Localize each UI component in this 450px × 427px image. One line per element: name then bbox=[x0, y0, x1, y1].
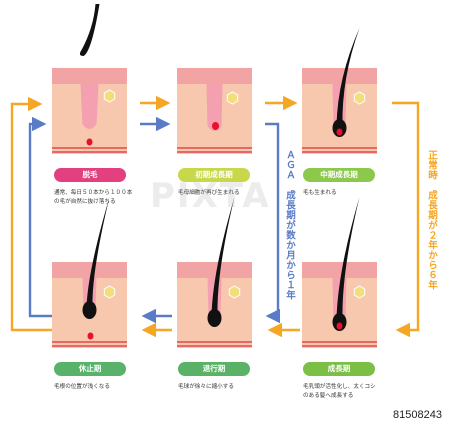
watermark: PIXTA bbox=[150, 176, 271, 216]
skin-panel-chuki bbox=[302, 28, 377, 154]
papilla bbox=[336, 322, 343, 330]
sebaceous-gland bbox=[353, 91, 366, 105]
epidermis bbox=[177, 262, 252, 278]
stage-desc-taikou: 毛球が徐々に縮小する bbox=[178, 383, 273, 392]
desc-line: の毛が自然に抜け落ちる bbox=[54, 199, 116, 205]
sebaceous-gland bbox=[226, 91, 239, 105]
papilla bbox=[86, 138, 93, 146]
orange-loop-right bbox=[392, 101, 420, 338]
desc-line: 通常、毎日５０本から１００本 bbox=[54, 190, 133, 196]
normal-label: 正常時 成長期が２年から６年 bbox=[426, 150, 437, 290]
skin-panel-seichou bbox=[302, 197, 377, 348]
stage-badge-taikou: 退行期 bbox=[178, 362, 250, 376]
aga-label: ＡＧＡ 成長期が数か月から１年 bbox=[284, 150, 295, 300]
desc-line: 毛球が徐々に縮小する bbox=[178, 384, 234, 390]
skin-panel-taikou bbox=[177, 197, 252, 348]
stage-desc-kyushi: 毛根の位置が浅くなる bbox=[54, 383, 149, 392]
flow-arrows bbox=[10, 95, 420, 338]
stage-desc-seichou: 毛乳頭が活性化し、太くコシ のある髪へ成長する bbox=[303, 383, 403, 401]
sebaceous-gland bbox=[103, 89, 116, 103]
blue-loop-left bbox=[28, 116, 52, 318]
desc-line: 毛母細胞が再び生まれる bbox=[178, 190, 240, 196]
epidermis bbox=[52, 262, 127, 278]
follicle bbox=[80, 84, 99, 129]
orange-loop-left bbox=[10, 96, 52, 332]
hair-shaft bbox=[211, 197, 235, 316]
desc-line: 毛も生まれる bbox=[303, 190, 337, 196]
epidermis bbox=[302, 68, 377, 84]
sebaceous-gland bbox=[353, 285, 366, 299]
desc-line: 毛根の位置が浅くなる bbox=[54, 384, 110, 390]
desc-line: のある髪へ成長する bbox=[303, 393, 354, 399]
shed-hair bbox=[79, 4, 100, 56]
sebaceous-gland bbox=[103, 285, 116, 299]
hair-shaft bbox=[336, 28, 360, 126]
skin-panel-kyushi bbox=[52, 197, 127, 348]
epidermis bbox=[302, 262, 377, 278]
skin-panel-shoki bbox=[177, 68, 252, 154]
stage-badge-seichou: 成長期 bbox=[303, 362, 375, 376]
papilla bbox=[336, 128, 343, 136]
epidermis bbox=[52, 68, 127, 84]
stage-badge-datsumou: 脱毛 bbox=[54, 168, 126, 182]
blue-aga-branch bbox=[265, 122, 280, 324]
hair-bulb bbox=[82, 301, 97, 319]
sebaceous-gland bbox=[228, 285, 241, 299]
hair-shaft bbox=[336, 197, 360, 320]
stage-badge-shoki: 初期成長期 bbox=[178, 168, 250, 182]
skin-panels bbox=[52, 4, 377, 348]
epidermis bbox=[177, 68, 252, 84]
skin-panel-datsumou bbox=[52, 4, 127, 154]
follicle bbox=[206, 84, 223, 131]
image-id: 81508243 bbox=[393, 409, 442, 421]
papilla bbox=[212, 122, 219, 130]
stage-badge-kyushi: 休止期 bbox=[54, 362, 126, 376]
desc-line: 毛乳頭が活性化し、太くコシ bbox=[303, 384, 376, 390]
hair-bulb bbox=[332, 313, 347, 331]
hair-bulb bbox=[207, 309, 222, 327]
stage-badge-chuki: 中期成長期 bbox=[303, 168, 375, 182]
hair-shaft bbox=[86, 197, 110, 308]
stage-desc-datsumou: 通常、毎日５０本から１００本 の毛が自然に抜け落ちる bbox=[54, 189, 154, 207]
hair-bulb bbox=[332, 119, 347, 137]
stage-desc-chuki: 毛も生まれる bbox=[303, 189, 393, 198]
stage-desc-shoki: 毛母細胞が再び生まれる bbox=[178, 189, 273, 198]
papilla bbox=[87, 332, 94, 340]
